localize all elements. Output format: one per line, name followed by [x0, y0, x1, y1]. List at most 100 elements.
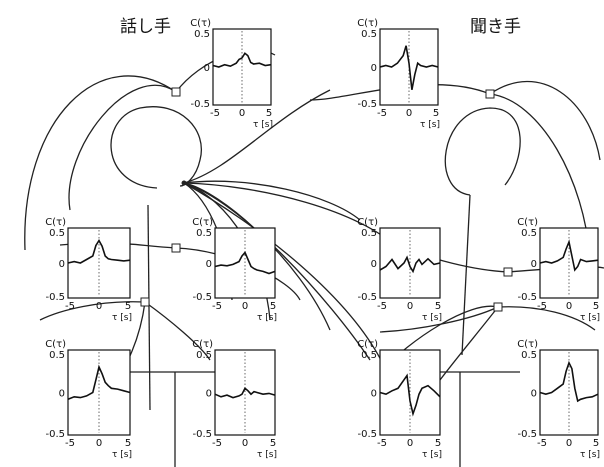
x-axis-label: τ [s]	[257, 450, 277, 460]
correlation-panel: C(τ)0.5 0 -0.5-5 0 5τ [s]	[357, 18, 440, 130]
x-tick-label: 5	[270, 438, 276, 449]
x-tick-label: 5	[593, 438, 599, 449]
y-tick-label: 0.5	[49, 228, 65, 239]
x-axis-label: τ [s]	[422, 450, 442, 460]
connector-line	[445, 108, 520, 195]
correlation-panel: C(τ)0.50-0.5-505τ [s]	[357, 217, 442, 323]
y-tick-label: -0.5	[192, 429, 212, 440]
x-tick-label: 5	[593, 301, 599, 312]
junction-marker	[486, 90, 494, 98]
x-tick-label: -5	[377, 438, 387, 449]
y-tick-label: 0.5	[196, 350, 212, 361]
x-tick-label: -5	[377, 108, 387, 119]
y-tick-label: -0.5	[517, 429, 537, 440]
x-tick-label: 0	[242, 438, 248, 449]
x-tick-label: -5	[537, 438, 547, 449]
y-tick-label: 0	[371, 389, 377, 400]
y-axis-label: C(τ)	[190, 18, 211, 29]
junction-marker	[494, 303, 502, 311]
y-tick-label: -0.5	[45, 292, 65, 303]
x-tick-label: -5	[65, 438, 75, 449]
x-tick-label: 5	[270, 301, 276, 312]
y-tick-label: 0.5	[521, 350, 537, 361]
y-tick-label: 0	[59, 389, 65, 400]
x-tick-label: 5	[433, 108, 439, 119]
y-tick-label: 0	[531, 389, 537, 400]
x-tick-label: 5	[435, 301, 441, 312]
y-axis-label: C(τ)	[45, 339, 66, 350]
y-axis-label: C(τ)	[517, 217, 538, 228]
y-tick-label: -0.5	[357, 99, 377, 110]
correlation-panel: C(τ)0.5 0 -0.5-5 0 5τ [s]	[192, 217, 277, 323]
x-tick-label: 5	[266, 108, 272, 119]
junction-marker	[172, 88, 180, 96]
junction-marker	[504, 268, 512, 276]
listener-label: 聞き手	[470, 12, 521, 37]
connector-hub	[182, 181, 187, 186]
connector-line	[69, 85, 176, 210]
y-axis-label: C(τ)	[45, 217, 66, 228]
y-tick-label: 0.5	[196, 228, 212, 239]
y-tick-label: 0	[531, 259, 537, 270]
y-tick-label: 0.5	[361, 228, 377, 239]
connector-line	[148, 205, 150, 410]
x-axis-label: τ [s]	[580, 450, 600, 460]
x-tick-label: 0	[96, 301, 102, 312]
y-tick-label: 0	[206, 259, 212, 270]
y-tick-label: 0	[206, 389, 212, 400]
y-tick-label: 0	[204, 63, 210, 74]
connector-line	[111, 107, 201, 188]
speaker-label: 話し手	[120, 12, 171, 37]
y-axis-label: C(τ)	[192, 217, 213, 228]
x-axis-label: τ [s]	[112, 313, 132, 323]
x-axis-label: τ [s]	[420, 120, 440, 130]
x-tick-label: 0	[406, 108, 412, 119]
y-tick-label: -0.5	[45, 429, 65, 440]
y-axis-label: C(τ)	[192, 339, 213, 350]
x-tick-label: 0	[242, 301, 248, 312]
y-tick-label: -0.5	[192, 292, 212, 303]
x-axis-label: τ [s]	[253, 120, 273, 130]
y-axis-label: C(τ)	[357, 217, 378, 228]
correlation-panel: C(τ)0.5 0 -0.5-5 0 5τ [s]	[517, 339, 600, 460]
y-axis-label: C(τ)	[517, 339, 538, 350]
x-tick-label: 5	[125, 301, 131, 312]
connector-line	[184, 183, 370, 360]
x-tick-label: 0	[566, 438, 572, 449]
y-tick-label: 0	[59, 259, 65, 270]
correlation-panel: C(τ)0.5 0 -0.5-5 0 5τ [s]	[192, 339, 277, 460]
y-tick-label: 0	[371, 63, 377, 74]
junction-marker	[172, 244, 180, 252]
x-tick-label: 0	[566, 301, 572, 312]
y-tick-label: 0.5	[49, 350, 65, 361]
x-tick-label: -5	[212, 438, 222, 449]
y-tick-label: -0.5	[357, 429, 377, 440]
y-tick-label: 0.5	[194, 29, 210, 40]
x-tick-label: -5	[212, 301, 222, 312]
connector-line	[490, 82, 600, 160]
x-tick-label: -5	[537, 301, 547, 312]
y-axis-label: C(τ)	[357, 18, 378, 29]
correlation-panel: C(τ)0.5 0 -0.5-5 0 5τ [s]	[45, 217, 132, 323]
x-axis-label: τ [s]	[257, 313, 277, 323]
x-tick-label: 0	[407, 301, 413, 312]
y-tick-label: -0.5	[190, 99, 210, 110]
x-tick-label: 0	[96, 438, 102, 449]
x-tick-label: -5	[210, 108, 220, 119]
y-tick-label: -0.5	[357, 292, 377, 303]
x-tick-label: -5	[377, 301, 387, 312]
x-tick-label: -5	[65, 301, 75, 312]
junction-marker	[141, 298, 149, 306]
y-tick-label: 0.5	[521, 228, 537, 239]
x-tick-label: 5	[435, 438, 441, 449]
x-tick-label: 0	[407, 438, 413, 449]
y-tick-label: 0.5	[361, 350, 377, 361]
y-tick-label: 0.5	[361, 29, 377, 40]
correlation-panel: C(τ)0.50-0.5-505τ [s]	[45, 339, 132, 460]
connector-line	[462, 195, 470, 355]
y-tick-label: -0.5	[517, 292, 537, 303]
